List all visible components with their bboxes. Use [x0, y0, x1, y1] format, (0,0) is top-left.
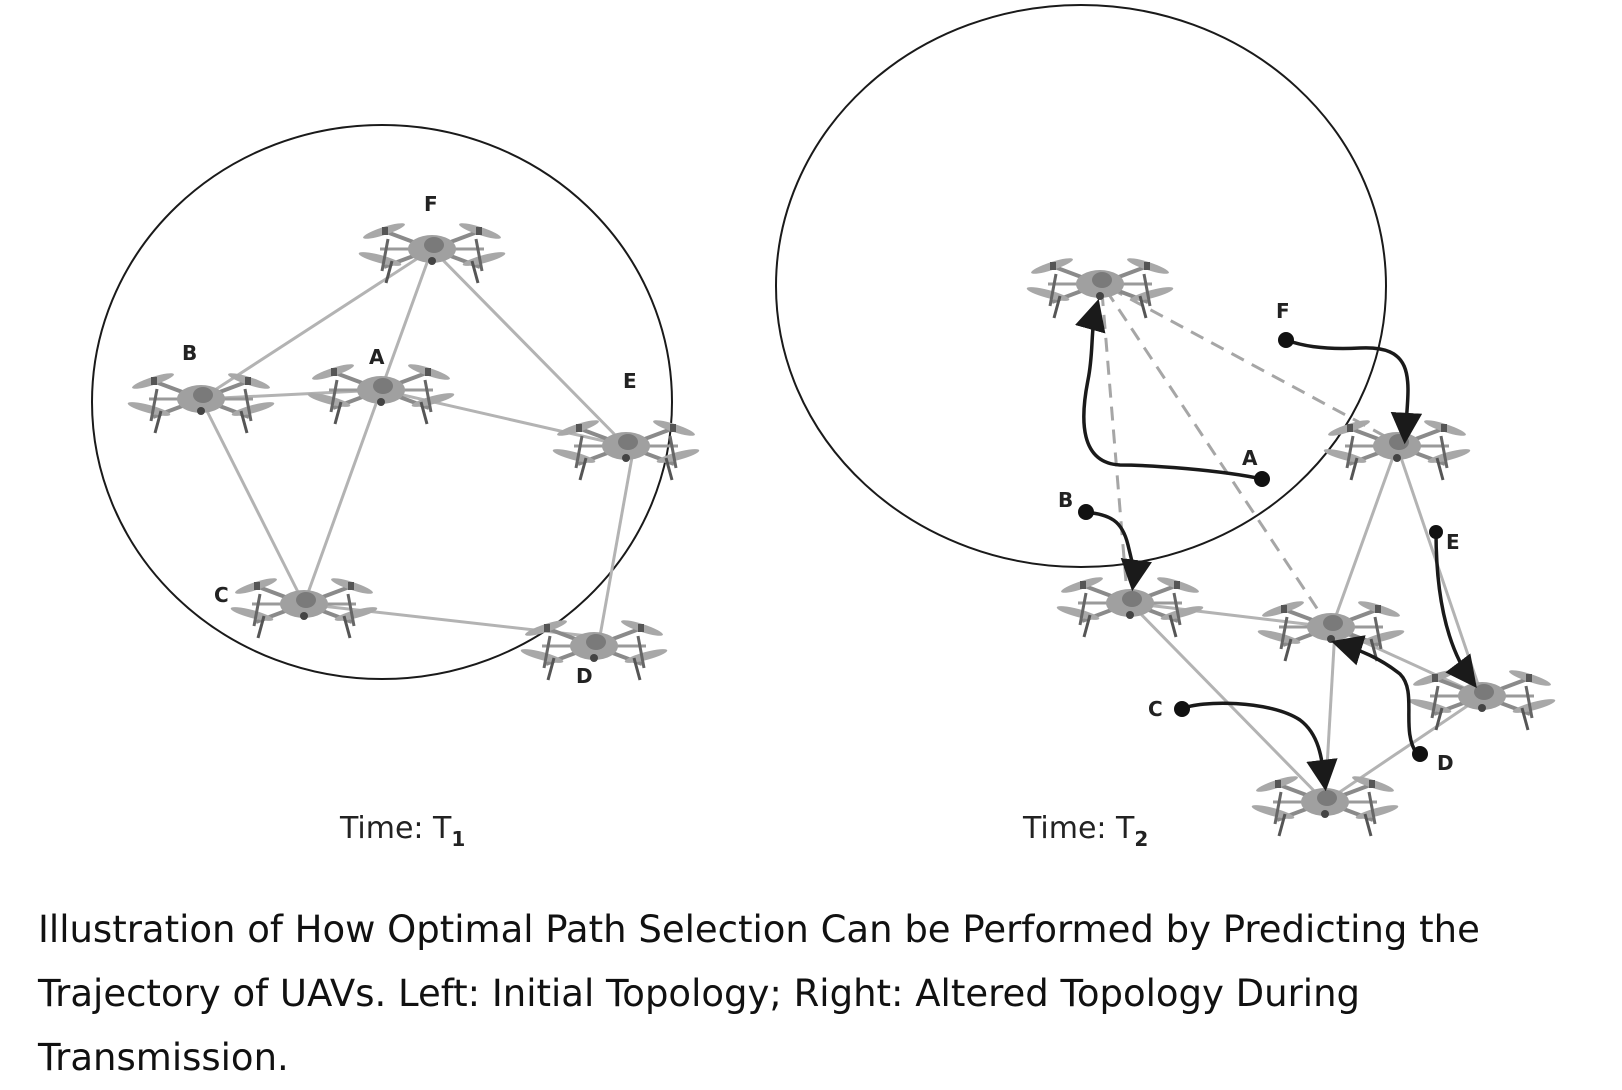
label-f-t2: F: [1276, 299, 1290, 323]
drone-top: [1023, 253, 1177, 320]
labels-t2: F A B E C D: [1058, 299, 1460, 775]
link-w-q: [1324, 694, 1483, 804]
label-b-t2: B: [1058, 488, 1073, 512]
drone-w: [1405, 665, 1559, 732]
label-c-t2: C: [1148, 697, 1163, 721]
drone-c: [227, 573, 381, 640]
link-f-a: [379, 248, 434, 391]
link-e-d: [598, 445, 636, 637]
link-e2-w: [1395, 445, 1484, 697]
link-p-q: [1323, 628, 1337, 803]
figure-caption: Illustration of How Optimal Path Selecti…: [38, 908, 1480, 1079]
labels-t1: F B A E C D: [182, 192, 637, 688]
drone-e2: [1320, 415, 1474, 482]
trajectory-d: [1330, 635, 1419, 756]
start-dot-f: [1278, 332, 1294, 348]
link-f-b: [200, 247, 433, 401]
link-b-c: [199, 398, 306, 605]
range-circle-t1: [91, 124, 673, 680]
start-dot-b: [1078, 504, 1094, 520]
drone-d: [517, 615, 671, 682]
label-a-t1: A: [369, 345, 385, 369]
trajectory-start-dots-t2: [1078, 332, 1443, 762]
link-a-e: [380, 388, 627, 448]
drone-f: [355, 218, 509, 285]
trajectory-c: [1181, 701, 1338, 792]
links-t1: [199, 247, 636, 638]
label-e-t2: E: [1446, 530, 1460, 554]
time-label-t2: Time: T2: [1022, 811, 1148, 851]
start-dot-a: [1254, 471, 1270, 487]
dashed-link-top-g: [1100, 291, 1129, 595]
drone-g: [1053, 572, 1207, 639]
trajectory-f: [1285, 338, 1423, 445]
start-dot-e: [1429, 525, 1443, 539]
dashed-link-top-e2: [1109, 286, 1393, 442]
panel-t1: F B A E C D Time: T1: [91, 124, 703, 851]
drone-e: [549, 415, 703, 482]
trajectory-b: [1085, 510, 1152, 592]
panel-t2: F A B E C D Time: T2: [775, 4, 1559, 851]
label-d-t2: D: [1437, 751, 1454, 775]
label-c-t1: C: [214, 583, 229, 607]
link-e2-g: [1331, 445, 1399, 625]
start-dot-d: [1412, 746, 1428, 762]
trajectory-e: [1434, 531, 1477, 689]
label-b-t1: B: [182, 341, 197, 365]
link-a-c: [302, 389, 383, 605]
label-a-t2: A: [1242, 446, 1258, 470]
trajectories-t2: [1075, 298, 1477, 792]
start-dot-c: [1174, 701, 1190, 717]
link-f-e: [430, 247, 628, 448]
label-e-t1: E: [623, 369, 637, 393]
time-label-t1: Time: T1: [339, 811, 465, 851]
solid-links-t2: [1128, 445, 1484, 804]
range-circle-t2: [775, 4, 1387, 568]
dashed-link-top-p: [1104, 289, 1328, 623]
drone-b: [124, 368, 278, 435]
label-f-t1: F: [424, 192, 438, 216]
trajectory-a: [1075, 298, 1263, 481]
dashed-links-t2: [1100, 286, 1393, 623]
label-d-t1: D: [576, 664, 593, 688]
drones-t1: [124, 218, 703, 682]
link-g-p: [1129, 601, 1332, 629]
